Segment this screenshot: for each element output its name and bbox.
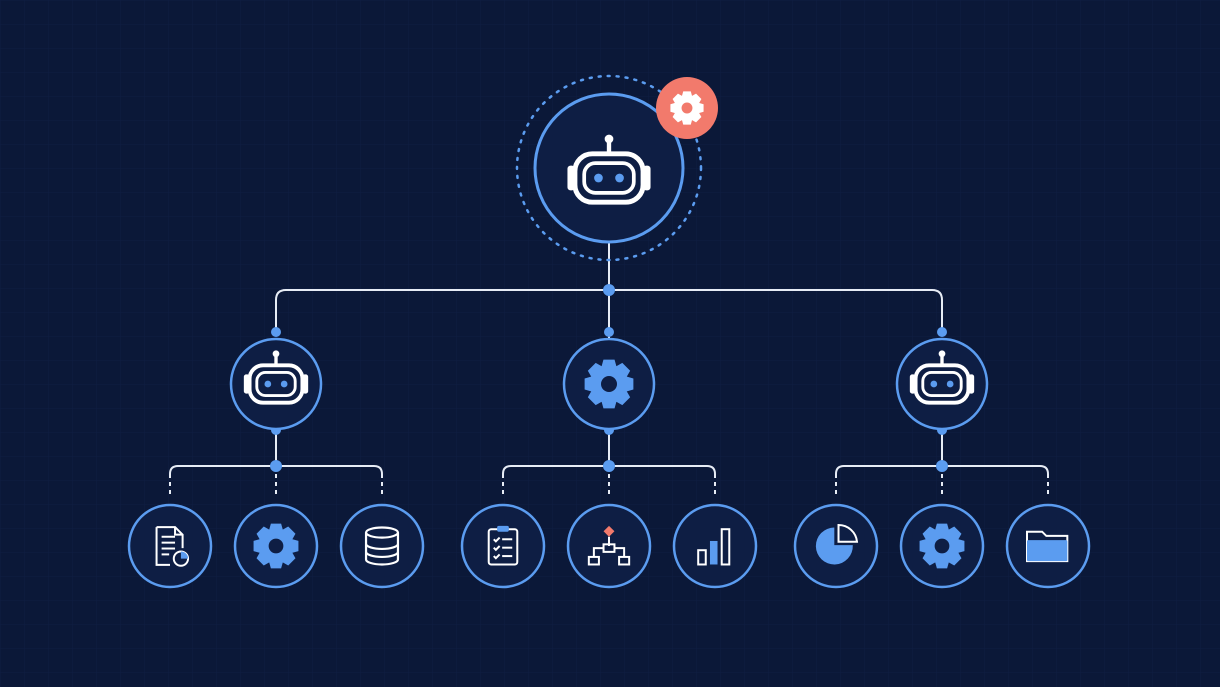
junction-dot: [603, 460, 615, 472]
leaf-node: [127, 503, 213, 589]
node-ring: [895, 337, 989, 431]
pie-chart-icon: [815, 523, 859, 565]
leaf-node: [1005, 503, 1091, 589]
node-ring: [460, 503, 546, 589]
node-ring: [339, 503, 425, 589]
branch-node: [895, 337, 989, 431]
bar-chart-icon: [697, 528, 731, 566]
branch-node: [229, 337, 323, 431]
node-ring: [127, 503, 213, 589]
database-icon: [364, 526, 400, 566]
leaf-node: [899, 503, 985, 589]
root-node: [515, 74, 703, 262]
leaf-node: [233, 503, 319, 589]
branch-node: [562, 337, 656, 431]
leaf-node: [566, 503, 652, 589]
gear-icon: [584, 359, 634, 409]
junction-dot: [604, 327, 614, 337]
junction-dot: [937, 327, 947, 337]
leaf-node: [793, 503, 879, 589]
leaf-node: [339, 503, 425, 589]
flowchart-icon: [587, 525, 631, 566]
gear-icon: [670, 91, 704, 125]
leaf-node: [460, 503, 546, 589]
junction-dot: [270, 460, 282, 472]
node-ring: [229, 337, 323, 431]
settings-badge: [656, 77, 718, 139]
junction-dot: [271, 327, 281, 337]
robot-icon: [243, 350, 309, 405]
robot-icon: [909, 350, 975, 405]
clipboard-checklist-icon: [487, 525, 519, 566]
junction-dot: [603, 284, 615, 296]
leaf-node: [672, 503, 758, 589]
junction-dot: [936, 460, 948, 472]
document-chart-icon: [155, 526, 190, 567]
root-dotted-orbit: [515, 74, 703, 262]
gear-icon: [919, 523, 965, 569]
root-node-ring: [533, 92, 685, 244]
gear-icon: [253, 523, 299, 569]
robot-icon: [567, 134, 651, 205]
folder-icon: [1026, 530, 1069, 563]
